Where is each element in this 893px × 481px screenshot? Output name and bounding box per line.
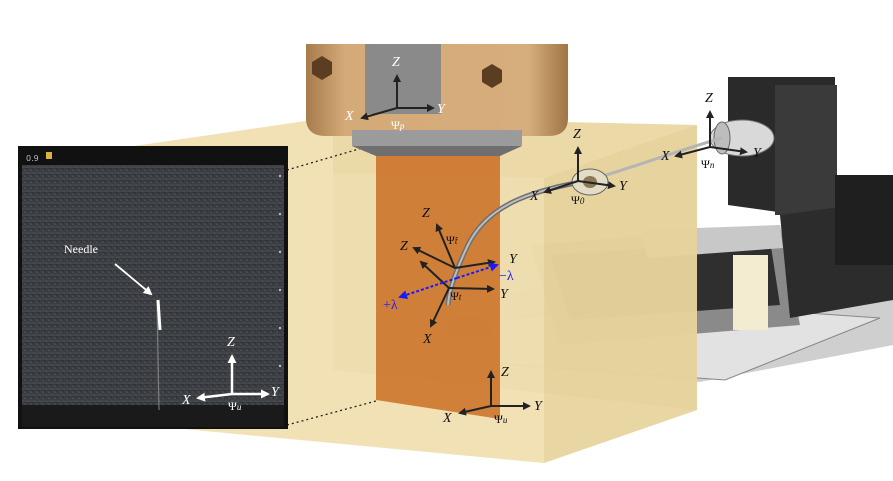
probe-z-label: Z [392, 55, 400, 70]
plane-y-label: Y [534, 399, 542, 414]
needle-base-x-label: X [661, 149, 670, 164]
probe-y-label: Y [437, 102, 445, 117]
base-y-label: Y [619, 179, 627, 194]
image-plane [376, 143, 500, 419]
lambda-arrow-neg [456, 262, 499, 279]
tip-z-label: Z [422, 206, 430, 221]
needle-base-z-label: Z [705, 91, 713, 106]
probe-psi-label: Ψp [391, 118, 405, 132]
tip-psi-label: Ψt̂ [446, 233, 458, 247]
lambda-plus-label: +λ [383, 298, 398, 313]
us-readout: 0.9 [26, 154, 39, 163]
needle-base-y-label: Y [753, 146, 761, 161]
proj-tip-y-label: Y [500, 287, 508, 302]
us-indicator-icon [46, 152, 52, 159]
plane-x-label: X [443, 411, 452, 426]
us-x-label: X [182, 393, 191, 408]
needle-label: Needle [64, 242, 98, 256]
plane-z-label: Z [501, 365, 509, 380]
ultrasound-probe [306, 44, 568, 156]
proj-tip-psi-label: Ψt [450, 289, 462, 303]
needle [445, 136, 723, 306]
base-x-label: X [530, 189, 539, 204]
proj-tip-x-label: X [423, 332, 432, 347]
plane-psi-label: Ψu [494, 412, 508, 426]
us-y-label: Y [271, 385, 279, 400]
base-z-label: Z [573, 127, 581, 142]
probe-x-label: X [345, 109, 354, 124]
base-psi-label: Ψ0 [571, 193, 585, 207]
lambda-arrow [398, 277, 458, 300]
needle-base-psi-label: Ψn [701, 157, 715, 171]
us-psi-label: Ψu [228, 399, 242, 413]
coordinate-axes [360, 74, 748, 416]
us-z-label: Z [227, 335, 235, 350]
projection-lines [286, 143, 377, 426]
lambda-minus-label: −λ [499, 269, 514, 284]
tip-y-label: Y [509, 252, 517, 267]
ultrasound-image [18, 146, 288, 429]
proj-tip-z-label: Z [400, 239, 408, 254]
